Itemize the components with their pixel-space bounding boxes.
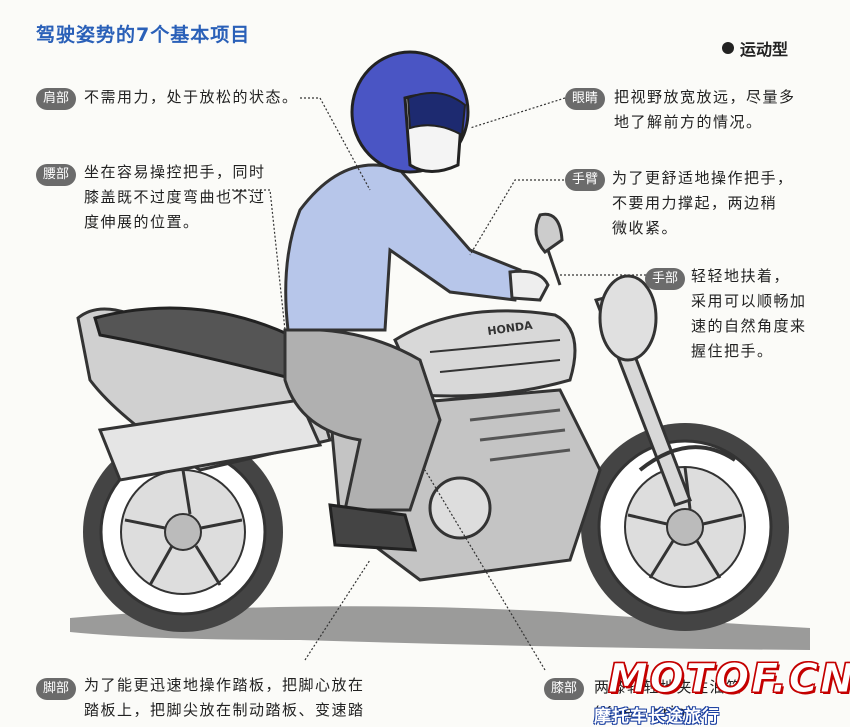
knees-badge: 膝部 — [544, 678, 585, 700]
page-title: 驾驶姿势的7个基本项目 — [36, 24, 251, 46]
rider-jacket — [284, 163, 522, 332]
knees-note: 两膝轻轻地夹住油箱 (Knee grip)。 — [594, 678, 743, 721]
ground-shadow — [70, 606, 810, 650]
headlight — [598, 274, 658, 362]
rear-wheel — [83, 432, 283, 632]
front-wheel — [581, 423, 789, 631]
shoulder-badge: 肩部 — [36, 88, 77, 110]
feet-note: 为了能更迅速地操作踏板，把脚心放在 踏板上，把脚尖放在制动踏板、变速踏 — [84, 676, 365, 719]
bullet-dot-icon — [722, 42, 734, 54]
helmet — [350, 50, 470, 174]
eyes-note: 把视野放宽放远，尽量多 地了解前方的情况。 — [614, 88, 796, 131]
hands-note: 轻轻地扶着， 采用可以顺畅加 速的自然角度来 握住把手。 — [691, 267, 807, 360]
watermark-subtitle: 摩托车长途旅行 — [594, 707, 720, 727]
eyes-badge: 眼睛 — [565, 88, 606, 110]
feet-badge: 脚部 — [36, 678, 77, 700]
shoulder-note: 不需用力，处于放松的状态。 — [84, 88, 299, 106]
mirror — [534, 212, 564, 255]
style-tag: 运动型 — [722, 36, 788, 60]
arms-note: 为了更舒适地操作把手， 不要用力撑起，两边稍 微收紧。 — [612, 169, 794, 237]
hands-badge: 手部 — [645, 268, 686, 290]
exhaust — [97, 398, 323, 482]
tank-logo: HONDA — [487, 319, 534, 338]
watermark-brand: MOTOF.CN — [608, 656, 850, 703]
rider-legs — [283, 327, 442, 512]
leader-lines — [228, 97, 650, 671]
waist-note: 坐在容易操控把手，同时 膝盖既不过度弯曲也不过 度伸展的位置。 — [84, 163, 266, 231]
rider-glove — [508, 269, 550, 302]
style-label: 运动型 — [740, 40, 789, 59]
rider-boot — [328, 503, 418, 552]
waist-badge: 腰部 — [36, 164, 77, 186]
arms-badge: 手臂 — [565, 169, 606, 191]
fuel-tank — [393, 309, 577, 398]
